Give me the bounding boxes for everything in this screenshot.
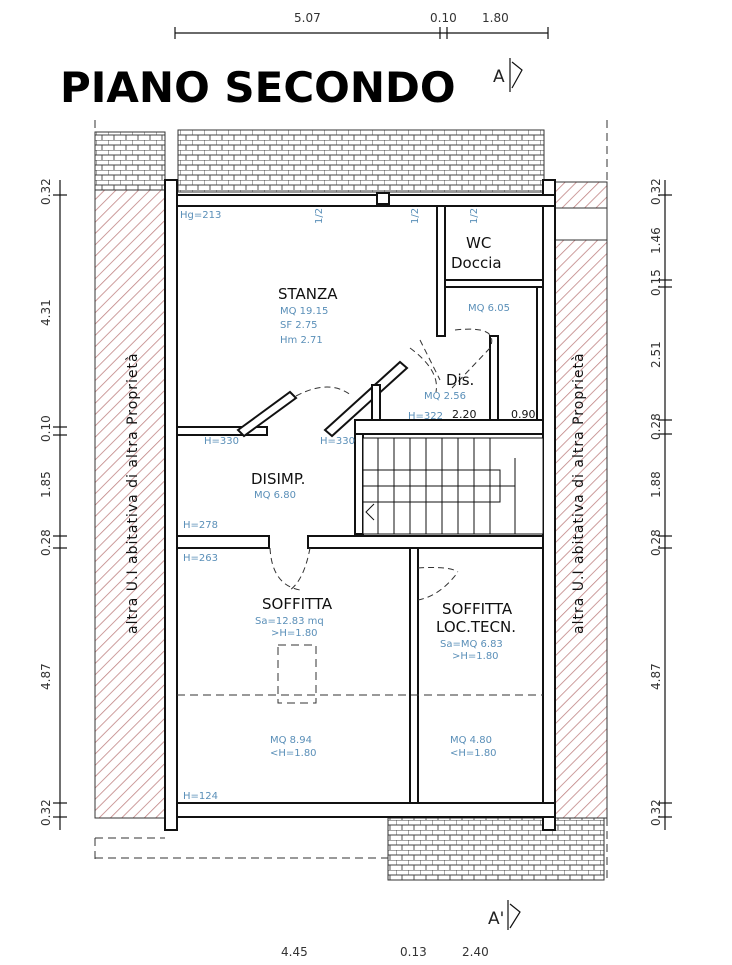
svg-text:MQ 4.80: MQ 4.80 bbox=[450, 735, 492, 746]
svg-text:1.85: 1.85 bbox=[39, 471, 53, 498]
svg-text:0.32: 0.32 bbox=[649, 799, 663, 826]
svg-text:0.32: 0.32 bbox=[39, 178, 53, 205]
room-stanza: STANZA MQ 19.15 SF 2.75 Hm 2.71 Hg=213 bbox=[180, 210, 338, 346]
svg-text:1.88: 1.88 bbox=[649, 471, 663, 498]
svg-text:SF 2.75: SF 2.75 bbox=[280, 320, 318, 331]
svg-text:MQ 6.80: MQ 6.80 bbox=[254, 490, 296, 501]
right-dimensions: 0.32 1.46 0.15 2.51 0.28 1.88 0.28 4.87 … bbox=[649, 178, 672, 830]
svg-text:Dis.: Dis. bbox=[446, 371, 474, 389]
dim-top-1: 5.07 bbox=[294, 11, 321, 25]
svg-text:<H=1.80: <H=1.80 bbox=[450, 748, 497, 759]
svg-text:Doccia: Doccia bbox=[451, 254, 502, 272]
svg-text:0.28: 0.28 bbox=[649, 413, 663, 440]
svg-text:MQ 6.05: MQ 6.05 bbox=[468, 303, 510, 314]
svg-text:Sa=MQ 6.83: Sa=MQ 6.83 bbox=[440, 639, 503, 650]
neighbor-area-left bbox=[94, 189, 166, 819]
dim-bottom-2: 0.13 bbox=[400, 945, 427, 959]
outer-walls bbox=[164, 179, 556, 831]
svg-text:WC: WC bbox=[466, 234, 491, 252]
svg-text:MQ 2.56: MQ 2.56 bbox=[424, 391, 466, 402]
dim-bottom-3: 2.40 bbox=[462, 945, 489, 959]
left-dimensions: 0.32 4.31 0.10 1.85 0.28 4.87 0.32 bbox=[39, 178, 67, 830]
svg-text:H=330: H=330 bbox=[320, 436, 355, 447]
staircase bbox=[362, 437, 544, 535]
svg-text:>H=1.80: >H=1.80 bbox=[452, 651, 499, 662]
svg-text:>H=1.80: >H=1.80 bbox=[271, 628, 318, 639]
svg-text:0.15: 0.15 bbox=[649, 269, 663, 296]
svg-text:0.10: 0.10 bbox=[39, 415, 53, 442]
svg-text:MQ 8.94: MQ 8.94 bbox=[270, 735, 312, 746]
svg-text:SOFFITTA: SOFFITTA bbox=[262, 595, 333, 613]
door-swings bbox=[269, 328, 493, 601]
svg-text:Hg=213: Hg=213 bbox=[180, 210, 221, 221]
svg-text:A: A bbox=[493, 67, 505, 87]
room-wc: WC Doccia MQ 6.05 bbox=[451, 234, 510, 314]
svg-text:A': A' bbox=[488, 909, 504, 929]
property-line bbox=[94, 120, 608, 880]
svg-text:H=263: H=263 bbox=[183, 553, 218, 564]
room-soffitta: SOFFITTA Sa=12.83 mq >H=1.80 MQ 8.94 <H=… bbox=[183, 553, 333, 802]
section-marker-bottom: A' bbox=[488, 900, 521, 930]
svg-text:4.31: 4.31 bbox=[39, 299, 53, 326]
room-dis: Dis. MQ 2.56 H=322 2.20 0.90 bbox=[408, 371, 536, 422]
svg-text:1/2: 1/2 bbox=[314, 208, 325, 224]
section-marker-top: A bbox=[493, 58, 523, 92]
svg-text:DISIMP.: DISIMP. bbox=[251, 470, 305, 488]
svg-text:<H=1.80: <H=1.80 bbox=[270, 748, 317, 759]
skylight bbox=[277, 644, 317, 704]
dim-top-2: 0.10 bbox=[430, 11, 457, 25]
svg-text:2.20: 2.20 bbox=[452, 408, 477, 421]
side-label-right: altra U.I abitativa di altra Proprietà bbox=[571, 352, 587, 634]
roof-tiles-top-left bbox=[94, 131, 166, 191]
svg-text:Hm 2.71: Hm 2.71 bbox=[280, 335, 323, 346]
svg-text:1.46: 1.46 bbox=[649, 227, 663, 254]
svg-text:0.32: 0.32 bbox=[39, 799, 53, 826]
top-dimensions: 5.07 0.10 1.80 bbox=[174, 11, 549, 39]
roof-tiles-top bbox=[177, 129, 545, 193]
side-label-left: altra U.I abitativa di altra Proprietà bbox=[125, 352, 141, 634]
room-soffitta-tecn: SOFFITTA LOC.TECN. Sa=MQ 6.83 >H=1.80 MQ… bbox=[436, 600, 516, 759]
svg-text:0.28: 0.28 bbox=[39, 529, 53, 556]
svg-text:MQ 19.15: MQ 19.15 bbox=[280, 306, 328, 317]
page-title: PIANO SECONDO bbox=[60, 63, 456, 112]
svg-text:2.51: 2.51 bbox=[649, 341, 663, 368]
svg-text:H=330: H=330 bbox=[204, 436, 239, 447]
svg-text:0.28: 0.28 bbox=[649, 529, 663, 556]
roof-tiles-bottom bbox=[387, 817, 605, 881]
svg-text:H=124: H=124 bbox=[183, 791, 218, 802]
svg-text:4.87: 4.87 bbox=[39, 663, 53, 690]
svg-text:Sa=12.83 mq: Sa=12.83 mq bbox=[255, 616, 324, 627]
svg-text:SOFFITTA: SOFFITTA bbox=[442, 600, 513, 618]
dim-top-3: 1.80 bbox=[482, 11, 509, 25]
svg-text:H=322: H=322 bbox=[408, 411, 443, 422]
neighbor-area-right bbox=[554, 181, 608, 819]
svg-text:LOC.TECN.: LOC.TECN. bbox=[436, 618, 516, 636]
svg-text:0.90: 0.90 bbox=[511, 408, 536, 421]
svg-text:1/2: 1/2 bbox=[469, 208, 480, 224]
room-disimp: DISIMP. MQ 6.80 H=330 H=330 H=278 bbox=[183, 436, 355, 531]
dim-bottom-1: 4.45 bbox=[281, 945, 308, 959]
svg-text:1/2: 1/2 bbox=[410, 208, 421, 224]
svg-text:H=278: H=278 bbox=[183, 520, 218, 531]
room-stanza-name: STANZA bbox=[278, 285, 338, 303]
svg-text:4.87: 4.87 bbox=[649, 663, 663, 690]
svg-text:0.32: 0.32 bbox=[649, 178, 663, 205]
bottom-dimensions: 4.45 0.13 2.40 bbox=[281, 945, 489, 959]
wall-markers: 1/2 1/2 1/2 bbox=[314, 208, 480, 224]
